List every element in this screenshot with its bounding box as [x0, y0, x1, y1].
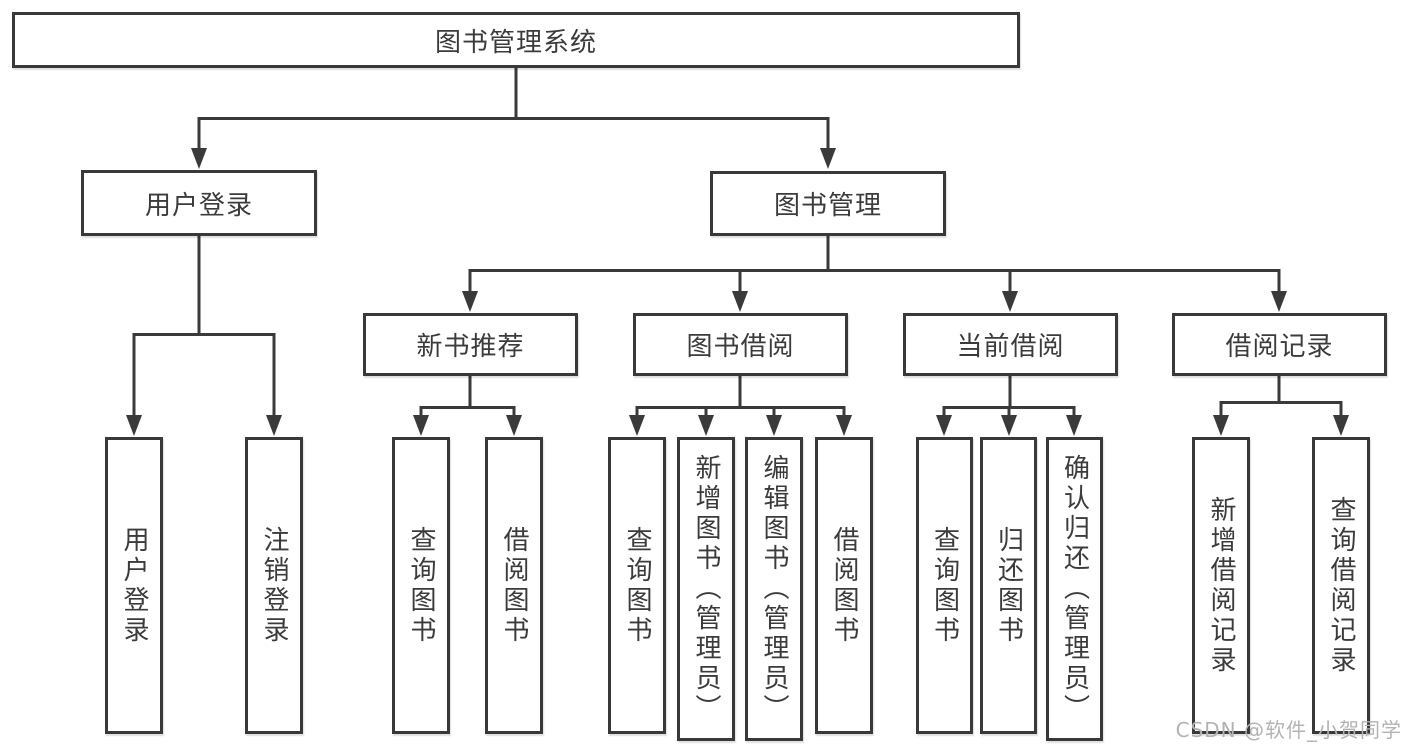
node-book-management-branch: 图书管理 — [710, 171, 946, 236]
node-borrowing-records-label: 借阅记录 — [1225, 332, 1334, 362]
leaf-query-books-borrowing: 查询图书 — [608, 437, 666, 734]
leaf-logout: 注销登录 — [245, 437, 303, 734]
csdn-watermark: CSDN @软件_小贺同学 — [1175, 718, 1402, 742]
leaf-add-borrow-record-label: 新增借阅记录 — [1206, 495, 1236, 676]
leaf-user-login-label: 用户登录 — [119, 525, 149, 646]
node-current-borrowing-label: 当前借阅 — [956, 332, 1065, 362]
leaf-logout-label: 注销登录 — [259, 525, 289, 646]
node-user-login-branch-label: 用户登录 — [144, 190, 253, 221]
leaf-edit-books-admin-label: 编辑图书（管理员） — [759, 454, 789, 724]
leaf-borrow-books-recommend: 借阅图书 — [485, 437, 543, 734]
leaf-query-books-current-label: 查询图书 — [929, 525, 960, 646]
node-current-borrowing: 当前借阅 — [903, 313, 1118, 376]
leaf-user-login: 用户登录 — [105, 437, 163, 734]
node-book-management-branch-label: 图书管理 — [773, 191, 882, 221]
leaf-add-borrow-record: 新增借阅记录 — [1192, 437, 1250, 734]
leaf-borrow-books-recommend-label: 借阅图书 — [499, 525, 529, 646]
leaf-add-books-admin-label: 新增图书（管理员） — [691, 454, 721, 724]
leaf-confirm-return-admin: 确认归还（管理员） — [1046, 437, 1103, 741]
node-new-book-recommend: 新书推荐 — [363, 313, 578, 376]
leaf-query-books-current: 查询图书 — [916, 437, 973, 734]
leaf-return-books: 归还图书 — [980, 437, 1037, 734]
node-book-borrowing: 图书借阅 — [633, 313, 848, 376]
arrowheads — [126, 148, 1349, 436]
leaf-query-books-recommend-label: 查询图书 — [406, 525, 436, 646]
node-root: 图书管理系统 — [12, 12, 1020, 68]
leaf-query-borrow-record: 查询借阅记录 — [1312, 437, 1370, 734]
leaf-confirm-return-admin-label: 确认归还（管理员） — [1059, 454, 1090, 724]
leaf-edit-books-admin: 编辑图书（管理员） — [745, 437, 803, 741]
leaf-borrow-books-borrowing: 借阅图书 — [815, 437, 873, 734]
node-root-label: 图书管理系统 — [434, 27, 597, 58]
leaf-query-books-recommend: 查询图书 — [392, 437, 450, 734]
node-book-borrowing-label: 图书借阅 — [686, 332, 795, 362]
leaf-borrow-books-borrowing-label: 借阅图书 — [829, 525, 859, 646]
leaf-add-books-admin: 新增图书（管理员） — [677, 437, 735, 741]
leaf-query-books-borrowing-label: 查询图书 — [622, 525, 652, 646]
node-new-book-recommend-label: 新书推荐 — [416, 332, 525, 362]
leaf-query-borrow-record-label: 查询借阅记录 — [1326, 495, 1356, 676]
node-user-login-branch: 用户登录 — [81, 170, 317, 236]
leaf-return-books-label: 归还图书 — [993, 525, 1024, 646]
node-borrowing-records: 借阅记录 — [1172, 313, 1387, 376]
